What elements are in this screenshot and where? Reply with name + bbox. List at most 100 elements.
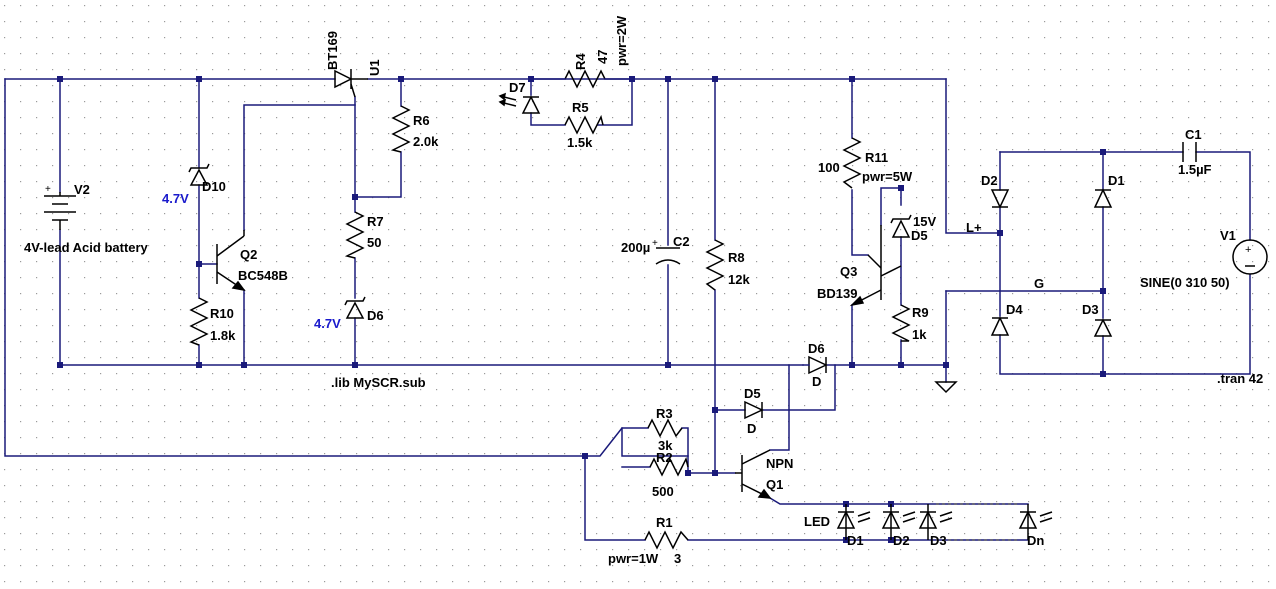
r4-power: pwr=2W (614, 15, 629, 66)
svg-text:+: + (652, 238, 658, 249)
r6-value: 2.0k (413, 134, 439, 149)
q2-name: Q2 (240, 247, 257, 262)
net-g: G (1034, 276, 1044, 291)
r4-name: R4 (573, 53, 588, 70)
diode-d1-bridge (1093, 188, 1113, 208)
d7-name: D7 (509, 80, 526, 95)
scr-u1 (334, 69, 368, 98)
led-d3-name: D3 (930, 533, 947, 548)
diode-d2-bridge (990, 189, 1010, 209)
led-dn-name: Dn (1027, 533, 1044, 548)
led-d2-name: D2 (893, 533, 910, 548)
resistor-r1 (644, 530, 689, 550)
d5b-name: D5 (744, 386, 761, 401)
net-lplus: L+ (966, 220, 982, 235)
resistor-r7 (344, 211, 365, 259)
r1-name: R1 (656, 515, 673, 530)
battery-v2: + (44, 184, 76, 230)
resistor-r8 (705, 239, 725, 291)
c2-name: C2 (673, 234, 690, 249)
r1-value: 3 (674, 551, 681, 566)
d10-name: D10 (202, 179, 226, 194)
zener-diode-d5 (890, 214, 912, 238)
q3-name: Q3 (840, 264, 857, 279)
capacitor-c2: + (652, 238, 681, 265)
r3-value: 3k (658, 438, 673, 453)
r7-name: R7 (367, 214, 384, 229)
r5-name: R5 (572, 100, 589, 115)
led-d2 (881, 504, 916, 540)
r5-value: 1.5k (567, 135, 593, 150)
resistor-r3 (647, 418, 683, 438)
resistor-r10 (189, 297, 209, 346)
v2-name: V2 (74, 182, 90, 197)
r6-name: R6 (413, 113, 430, 128)
led-dn (1018, 504, 1053, 540)
resistor-r4 (564, 69, 606, 89)
v1-value: SINE(0 310 50) (1140, 275, 1230, 290)
v2-value: 4V-lead Acid battery (24, 240, 149, 255)
r8-value: 12k (728, 272, 750, 287)
labels: V2 4V-lead Acid battery D10 4.7V Q2 BC54… (24, 15, 1263, 566)
r11-value: 100 (818, 160, 840, 175)
zener-diode-d10 (188, 163, 210, 186)
diode-d4-bridge (990, 316, 1010, 336)
resistor-r5 (564, 114, 604, 135)
led-d1 (836, 504, 871, 540)
c1-value: 1.5µF (1178, 162, 1212, 177)
svg-text:+: + (1245, 244, 1251, 256)
led-chain-continuation (936, 503, 1020, 541)
v1-name: V1 (1220, 228, 1236, 243)
d6a-name: D6 (367, 308, 384, 323)
led-label: LED (804, 514, 830, 529)
r3-name: R3 (656, 406, 673, 421)
led-d7 (498, 92, 541, 114)
r9-value: 1k (912, 327, 927, 342)
capacitor-c1 (1182, 142, 1197, 162)
r8-name: R8 (728, 250, 745, 265)
q2-value: BC548B (238, 268, 288, 283)
r11-power: pwr=5W (862, 169, 913, 184)
c2-value: 200µ (621, 240, 650, 255)
d2-bridge-name: D2 (981, 173, 998, 188)
d1-bridge-name: D1 (1108, 173, 1125, 188)
resistor-r11 (842, 137, 862, 189)
r2-name: R2 (656, 450, 673, 465)
r7-value: 50 (367, 235, 381, 250)
transistor-q2 (216, 230, 246, 292)
resistor-r6 (390, 105, 411, 153)
zener-diode-d6 (344, 296, 366, 319)
r1-power: pwr=1W (608, 551, 659, 566)
tran-directive: .tran 42 (1217, 371, 1263, 386)
r10-value: 1.8k (210, 328, 236, 343)
u1-part: BT169 (325, 31, 340, 70)
diode-d5-lower (744, 400, 764, 420)
r4-value: 47 (595, 50, 610, 64)
d4-name: D4 (1006, 302, 1023, 317)
q1-value: NPN (766, 456, 793, 471)
d6a-value: 4.7V (314, 316, 341, 331)
ground-symbol (934, 381, 958, 394)
resistor-r2 (649, 456, 689, 477)
r10-name: R10 (210, 306, 234, 321)
diode-d6-lower (802, 355, 828, 375)
svg-text:+: + (45, 184, 51, 195)
r9-name: R9 (912, 305, 929, 320)
d5b-value: D (747, 421, 756, 436)
transistor-q3 (849, 225, 902, 307)
led-d3 (918, 504, 953, 540)
q1-name: Q1 (766, 477, 783, 492)
lib-directive: .lib MySCR.sub (331, 375, 426, 390)
transistor-q1 (735, 449, 772, 499)
d5a-name: D5 (911, 228, 928, 243)
u1-name: U1 (367, 59, 382, 76)
d3-bridge-name: D3 (1082, 302, 1099, 317)
led-d1-name: D1 (847, 533, 864, 548)
d10-value: 4.7V (162, 191, 189, 206)
r2-value: 500 (652, 484, 674, 499)
r11-name: R11 (865, 150, 888, 165)
d6b-value: D (812, 374, 821, 389)
voltage-source-v1: + (1232, 239, 1268, 275)
